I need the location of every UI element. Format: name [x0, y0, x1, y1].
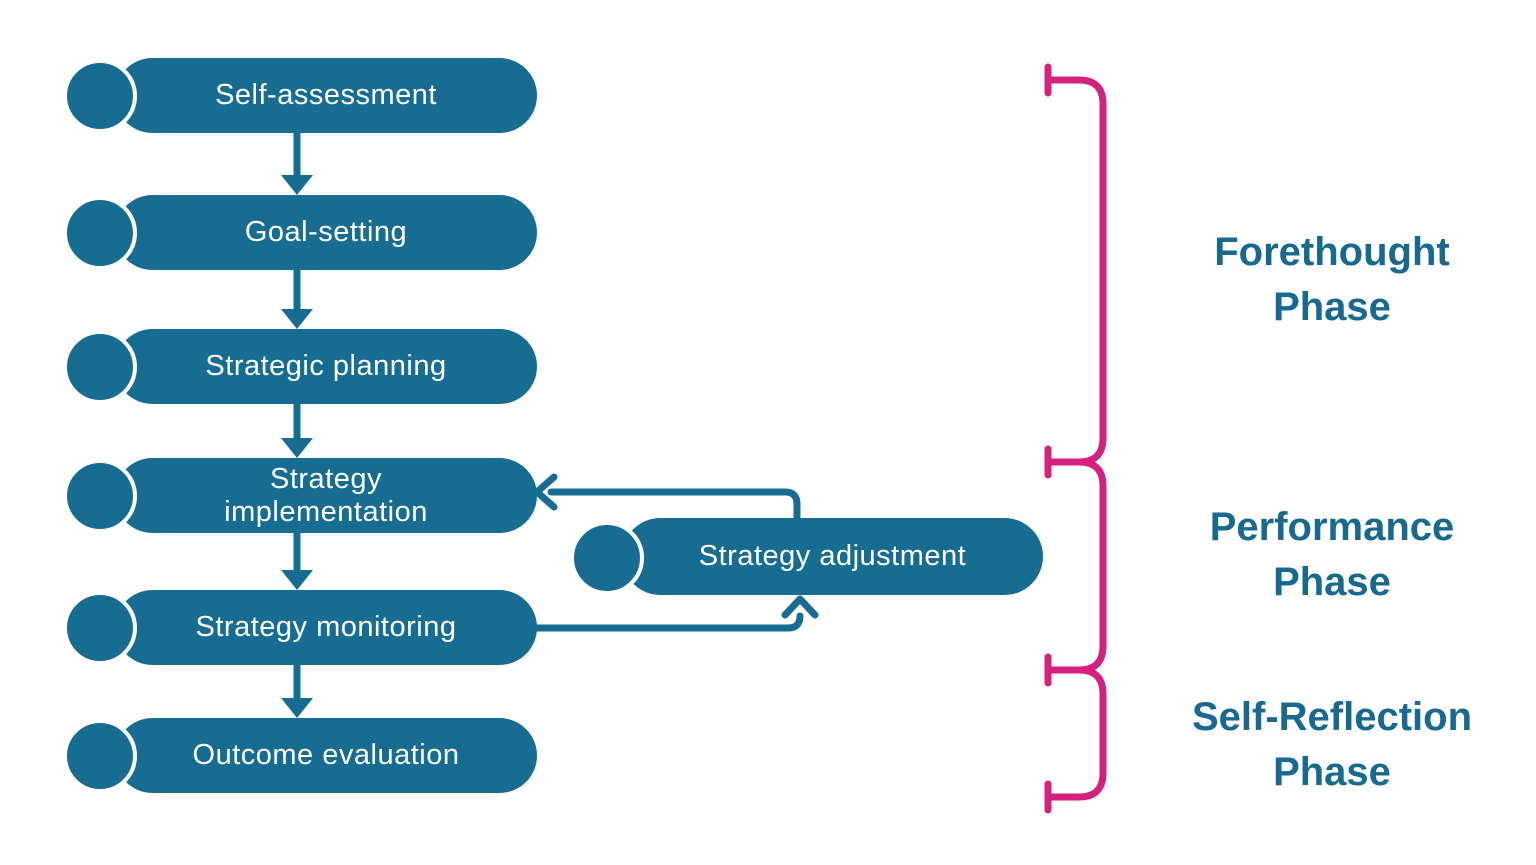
- pill-shape: Strategy implementation: [115, 458, 537, 533]
- phase-label-line: Phase: [1273, 750, 1391, 794]
- step-label: Strategy implementation: [224, 463, 428, 528]
- flow-arrow-down-3: [281, 404, 313, 458]
- phase-label-line: Phase: [1273, 560, 1391, 604]
- bracket-performance: [1044, 458, 1107, 674]
- step-pill-strategy-implementation: Strategy implementation: [63, 458, 537, 533]
- step-label: Outcome evaluation: [192, 739, 460, 772]
- step-pill-goal-setting: Goal-setting: [63, 195, 537, 270]
- step-pill-strategy-adjustment: Strategy adjustment: [570, 518, 1043, 595]
- bullet-circle-icon: [63, 330, 137, 404]
- pill-shape: Outcome evaluation: [115, 718, 537, 793]
- bracket-self-reflection: [1044, 666, 1107, 801]
- step-label: Strategic planning: [205, 350, 447, 383]
- bullet-circle-icon: [63, 459, 137, 533]
- phase-label-forethought: Forethought Phase: [1140, 225, 1524, 335]
- step-pill-outcome-evaluation: Outcome evaluation: [63, 718, 537, 793]
- pill-shape: Strategy monitoring: [115, 590, 537, 665]
- bullet-circle-icon: [63, 719, 137, 793]
- pill-shape: Strategy adjustment: [622, 518, 1043, 595]
- bracket-forethought: [1044, 76, 1107, 466]
- bullet-circle-icon: [570, 521, 644, 595]
- pill-shape: Goal-setting: [115, 195, 537, 270]
- step-pill-strategy-monitoring: Strategy monitoring: [63, 590, 537, 665]
- flow-arrow-down-2: [281, 270, 313, 329]
- bullet-circle-icon: [63, 59, 137, 133]
- flow-arrow-down-1: [281, 133, 313, 195]
- phase-label-line: Forethought: [1214, 230, 1450, 274]
- flow-arrow-down-4: [281, 533, 313, 590]
- step-label: Self-assessment: [215, 79, 437, 112]
- step-label: Strategy adjustment: [698, 540, 967, 573]
- bullet-circle-icon: [63, 196, 137, 270]
- feedback-arrow-to-implementation: [533, 473, 801, 523]
- step-pill-self-assessment: Self-assessment: [63, 58, 537, 133]
- feedback-arrow-to-adjustment: [533, 595, 819, 632]
- step-label: Strategy monitoring: [195, 611, 457, 644]
- bullet-circle-icon: [63, 591, 137, 665]
- pill-shape: Self-assessment: [115, 58, 537, 133]
- phase-label-performance: Performance Phase: [1140, 500, 1524, 610]
- phase-label-line: Phase: [1273, 285, 1391, 329]
- step-pill-strategic-planning: Strategic planning: [63, 329, 537, 404]
- pill-shape: Strategic planning: [115, 329, 537, 404]
- phase-label-line: Self-Reflection: [1191, 695, 1473, 739]
- step-label: Goal-setting: [244, 216, 408, 249]
- phase-label-self-reflection: Self-Reflection Phase: [1140, 690, 1524, 800]
- flow-arrow-down-5: [281, 665, 313, 718]
- phase-label-line: Performance: [1209, 505, 1455, 549]
